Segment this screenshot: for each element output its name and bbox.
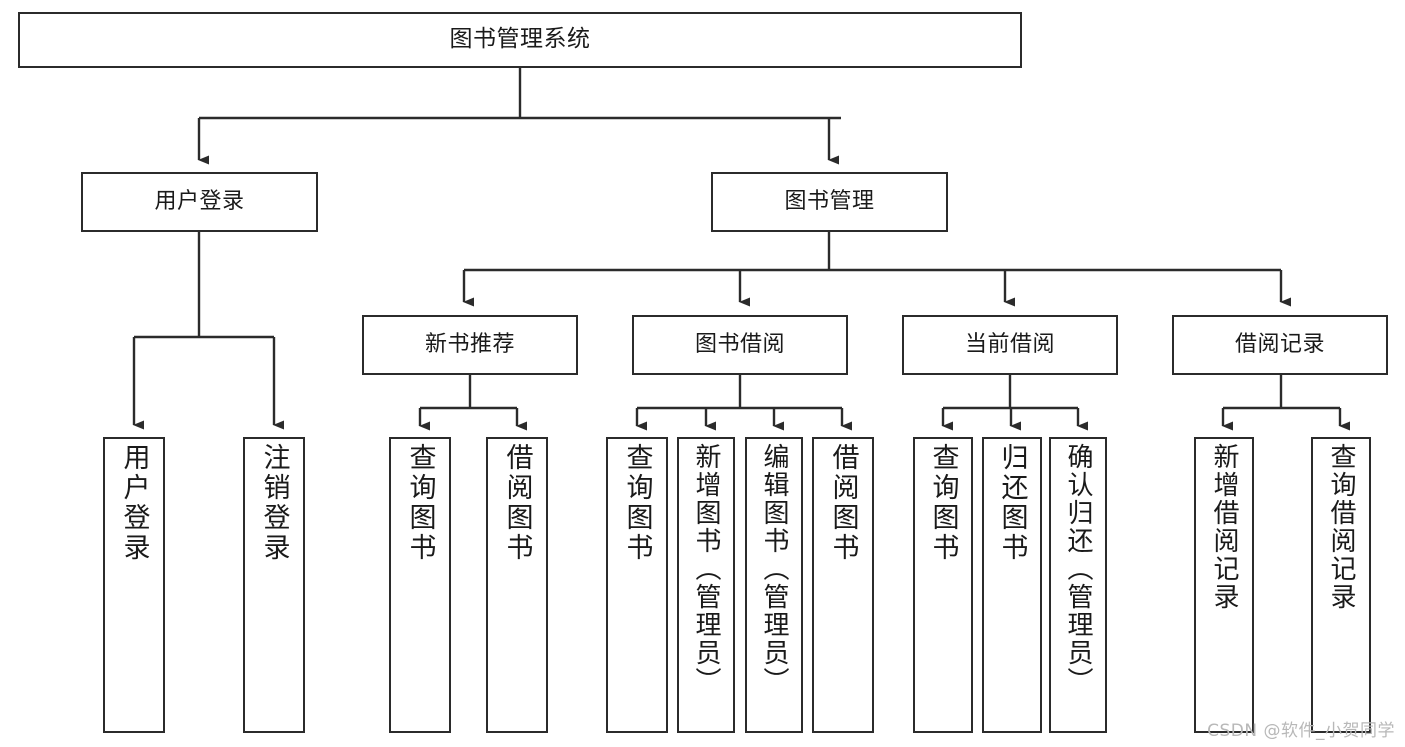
leaf-borrow-record-query-label: 查询借阅记录: [1326, 443, 1356, 611]
node-root[interactable]: 图书管理系统: [18, 12, 1022, 68]
node-current-borrow-label: 当前借阅: [964, 332, 1055, 358]
leaf-borrow-record-add[interactable]: 新增借阅记录: [1194, 437, 1254, 733]
leaf-current-borrow-confirm[interactable]: 确认归还（管理员）: [1049, 437, 1107, 733]
node-new-book-recommend[interactable]: 新书推荐: [362, 315, 578, 375]
leaf-current-borrow-query-label: 查询图书: [927, 443, 959, 563]
leaf-book-borrow-borrow[interactable]: 借阅图书: [812, 437, 874, 733]
leaf-current-borrow-query[interactable]: 查询图书: [913, 437, 973, 733]
node-book-borrow[interactable]: 图书借阅: [632, 315, 848, 375]
leaf-new-book-borrow-label: 借阅图书: [501, 443, 533, 563]
leaf-new-book-query-label: 查询图书: [404, 443, 436, 563]
node-borrow-record[interactable]: 借阅记录: [1172, 315, 1388, 375]
leaf-user-login-login-label: 用户登录: [118, 443, 150, 563]
leaf-book-borrow-edit[interactable]: 编辑图书（管理员）: [745, 437, 803, 733]
leaf-user-login-logout[interactable]: 注销登录: [243, 437, 305, 733]
node-root-label: 图书管理系统: [449, 26, 591, 53]
node-user-login[interactable]: 用户登录: [81, 172, 318, 232]
leaf-new-book-query[interactable]: 查询图书: [389, 437, 451, 733]
leaf-book-borrow-query[interactable]: 查询图书: [606, 437, 668, 733]
node-user-login-label: 用户登录: [154, 189, 245, 215]
leaf-user-login-login[interactable]: 用户登录: [103, 437, 165, 733]
node-book-manage[interactable]: 图书管理: [711, 172, 948, 232]
leaf-book-borrow-edit-label: 编辑图书（管理员）: [759, 443, 789, 695]
watermark: CSDN @软件_小贺同学: [1207, 721, 1395, 741]
leaf-book-borrow-add[interactable]: 新增图书（管理员）: [677, 437, 735, 733]
leaf-current-borrow-return[interactable]: 归还图书: [982, 437, 1042, 733]
node-book-manage-label: 图书管理: [784, 189, 875, 215]
leaf-borrow-record-query[interactable]: 查询借阅记录: [1311, 437, 1371, 733]
node-new-book-recommend-label: 新书推荐: [424, 332, 515, 358]
node-book-borrow-label: 图书借阅: [694, 332, 785, 358]
leaf-current-borrow-confirm-label: 确认归还（管理员）: [1063, 443, 1093, 695]
leaf-book-borrow-query-label: 查询图书: [621, 443, 653, 563]
leaf-book-borrow-add-label: 新增图书（管理员）: [691, 443, 721, 695]
leaf-new-book-borrow[interactable]: 借阅图书: [486, 437, 548, 733]
leaf-current-borrow-return-label: 归还图书: [996, 443, 1028, 563]
node-current-borrow[interactable]: 当前借阅: [902, 315, 1118, 375]
leaf-user-login-logout-label: 注销登录: [258, 443, 290, 563]
node-borrow-record-label: 借阅记录: [1234, 332, 1325, 358]
leaf-borrow-record-add-label: 新增借阅记录: [1209, 443, 1239, 611]
leaf-book-borrow-borrow-label: 借阅图书: [827, 443, 859, 563]
